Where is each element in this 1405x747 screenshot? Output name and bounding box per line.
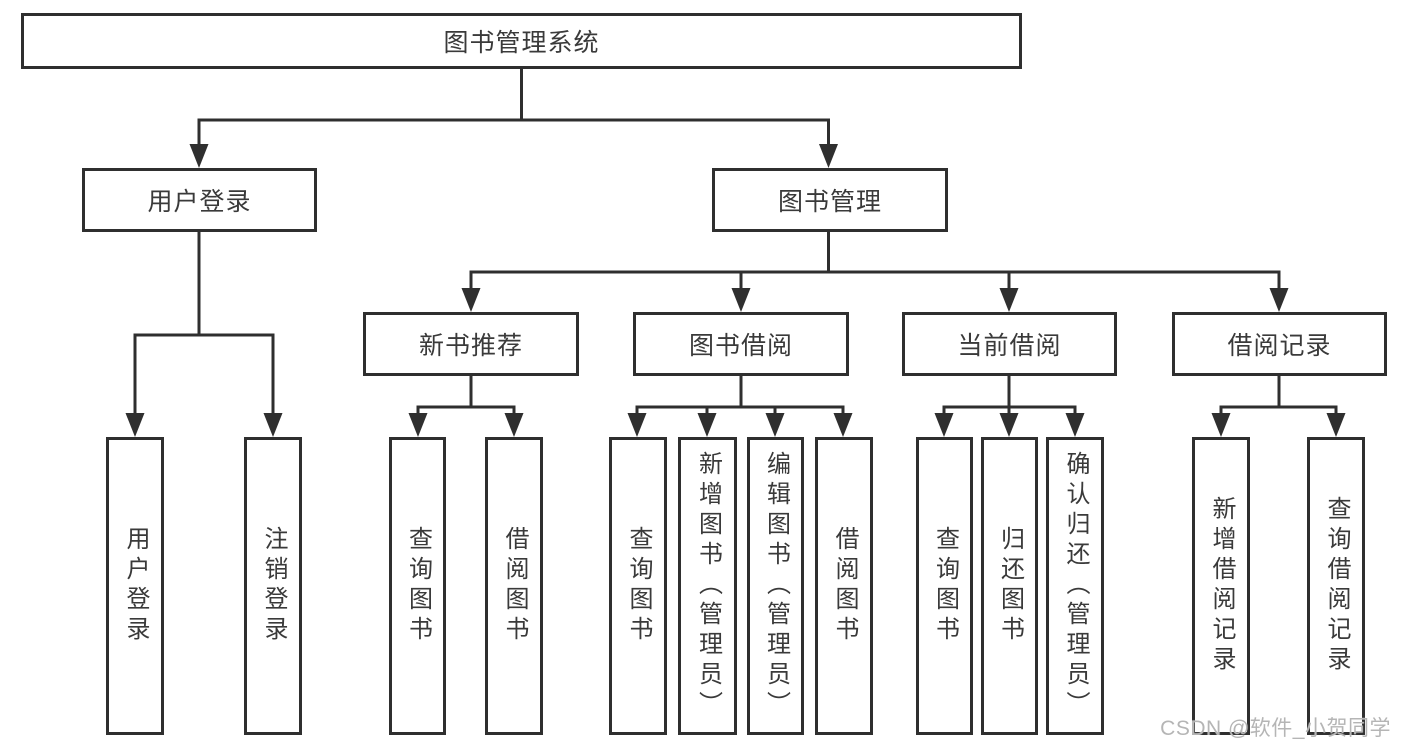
node-new-book-recommend: 新书推荐	[363, 312, 579, 376]
leaf-label: 用户登录	[122, 526, 149, 646]
leaf-label: 借阅图书	[501, 526, 528, 646]
node-label: 图书管理	[777, 188, 882, 216]
node-current-borrowing: 当前借阅	[902, 312, 1117, 376]
leaf-label: 新增图书（管理员）	[694, 451, 722, 721]
leaf-borrow-books: 借阅图书	[485, 437, 543, 735]
leaf-label: 借阅图书	[831, 526, 858, 646]
node-book-management: 图书管理	[712, 168, 948, 232]
leaf-label: 归还图书	[996, 526, 1024, 646]
node-label: 用户登录	[147, 188, 252, 216]
node-label: 当前借阅	[957, 332, 1062, 360]
leaf-label: 确认归还（管理员）	[1062, 451, 1089, 721]
leaf-label: 查询图书	[404, 526, 432, 646]
leaf-label: 查询借阅记录	[1323, 496, 1350, 676]
leaf-edit-books-admin: 编辑图书（管理员）	[747, 437, 804, 735]
csdn-watermark: CSDN @软件_小贺同学	[1160, 717, 1391, 740]
leaf-query-books: 查询图书	[389, 437, 446, 735]
leaf-add-borrow-record: 新增借阅记录	[1192, 437, 1250, 735]
node-user-login: 用户登录	[82, 168, 317, 232]
leaf-label: 编辑图书（管理员）	[762, 451, 790, 721]
leaf-return-books: 归还图书	[981, 437, 1038, 735]
leaf-add-books-admin: 新增图书（管理员）	[678, 437, 737, 735]
leaf-label: 查询图书	[625, 526, 652, 646]
leaf-user-login: 用户登录	[106, 437, 164, 735]
leaf-query-books: 查询图书	[916, 437, 973, 735]
node-label: 借阅记录	[1227, 332, 1332, 360]
node-book-borrowing: 图书借阅	[633, 312, 849, 376]
node-library-management-system: 图书管理系统	[21, 13, 1022, 69]
leaf-confirm-return-admin: 确认归还（管理员）	[1046, 437, 1104, 735]
node-label: 图书借阅	[688, 332, 793, 360]
leaf-borrow-books: 借阅图书	[815, 437, 873, 735]
leaf-query-borrow-record: 查询借阅记录	[1307, 437, 1365, 735]
leaf-logout: 注销登录	[244, 437, 302, 735]
leaf-label: 查询图书	[931, 526, 959, 646]
node-label: 图书管理系统	[443, 29, 600, 57]
leaf-label: 新增借阅记录	[1208, 496, 1235, 676]
leaf-label: 注销登录	[260, 526, 287, 646]
leaf-query-books: 查询图书	[609, 437, 667, 735]
node-borrowing-records: 借阅记录	[1172, 312, 1387, 376]
node-label: 新书推荐	[418, 332, 523, 360]
